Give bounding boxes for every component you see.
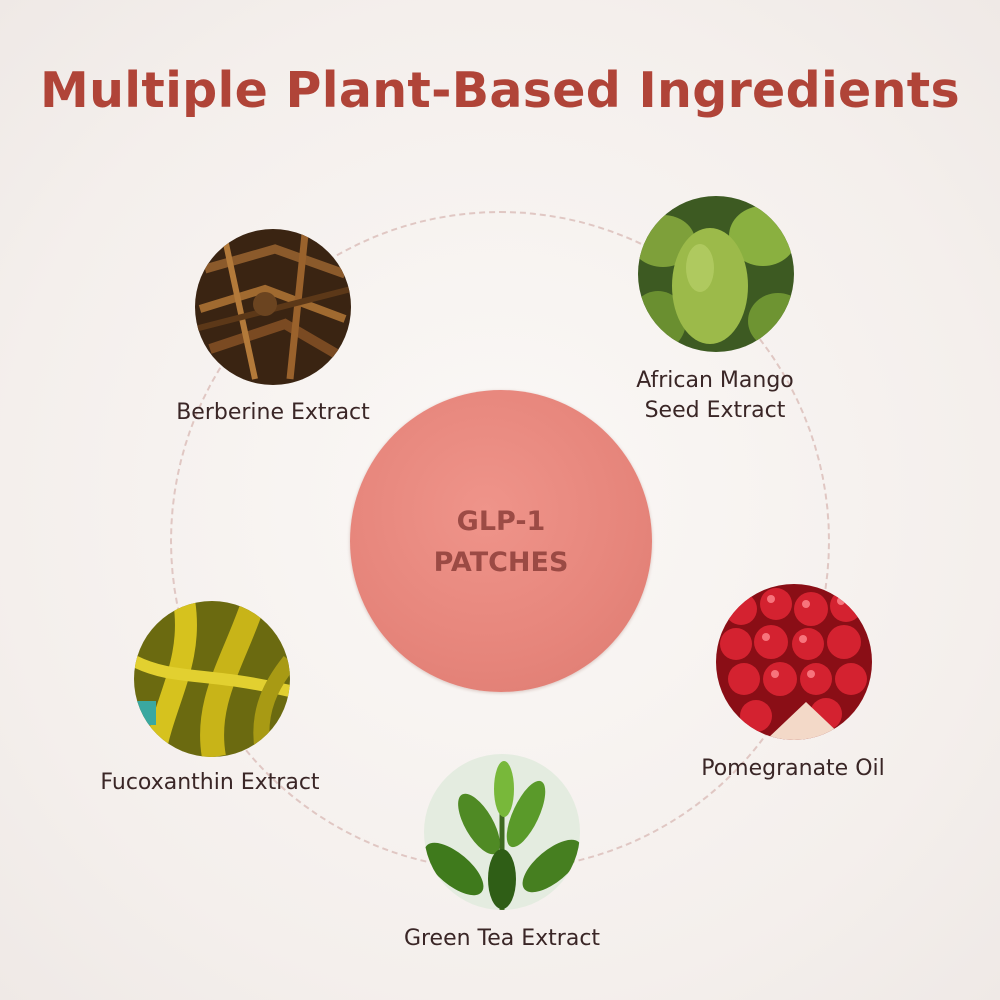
patch-label-line2: PATCHES [433, 547, 569, 578]
berberine-image [195, 229, 351, 385]
label-pomegranate-text: Pomegranate Oil [701, 756, 885, 781]
african-mango-image [638, 196, 794, 352]
fucoxanthin-image [134, 601, 290, 757]
glp1-patch: GLP-1 PATCHES [350, 390, 652, 692]
label-african-mango-line1: African Mango [636, 368, 794, 393]
label-green-tea-text: Green Tea Extract [403, 926, 601, 951]
label-fucoxanthin-text: Fucoxanthin Extract [100, 770, 320, 795]
page-title: Multiple Plant-Based Ingredients [40, 62, 960, 119]
pomegranate-image [716, 584, 872, 740]
label-berberine-text: Berberine Extract [176, 400, 370, 425]
label-berberine: Berberine Extract [165, 398, 381, 428]
label-green-tea: Green Tea Extract [390, 924, 614, 954]
green-tea-image [424, 754, 580, 910]
label-pomegranate: Pomegranate Oil [685, 754, 901, 784]
label-african-mango: African Mango Seed Extract [612, 366, 818, 426]
label-african-mango-line2: Seed Extract [644, 398, 786, 423]
label-fucoxanthin: Fucoxanthin Extract [90, 768, 330, 798]
patch-label-line1: GLP-1 [456, 506, 546, 537]
